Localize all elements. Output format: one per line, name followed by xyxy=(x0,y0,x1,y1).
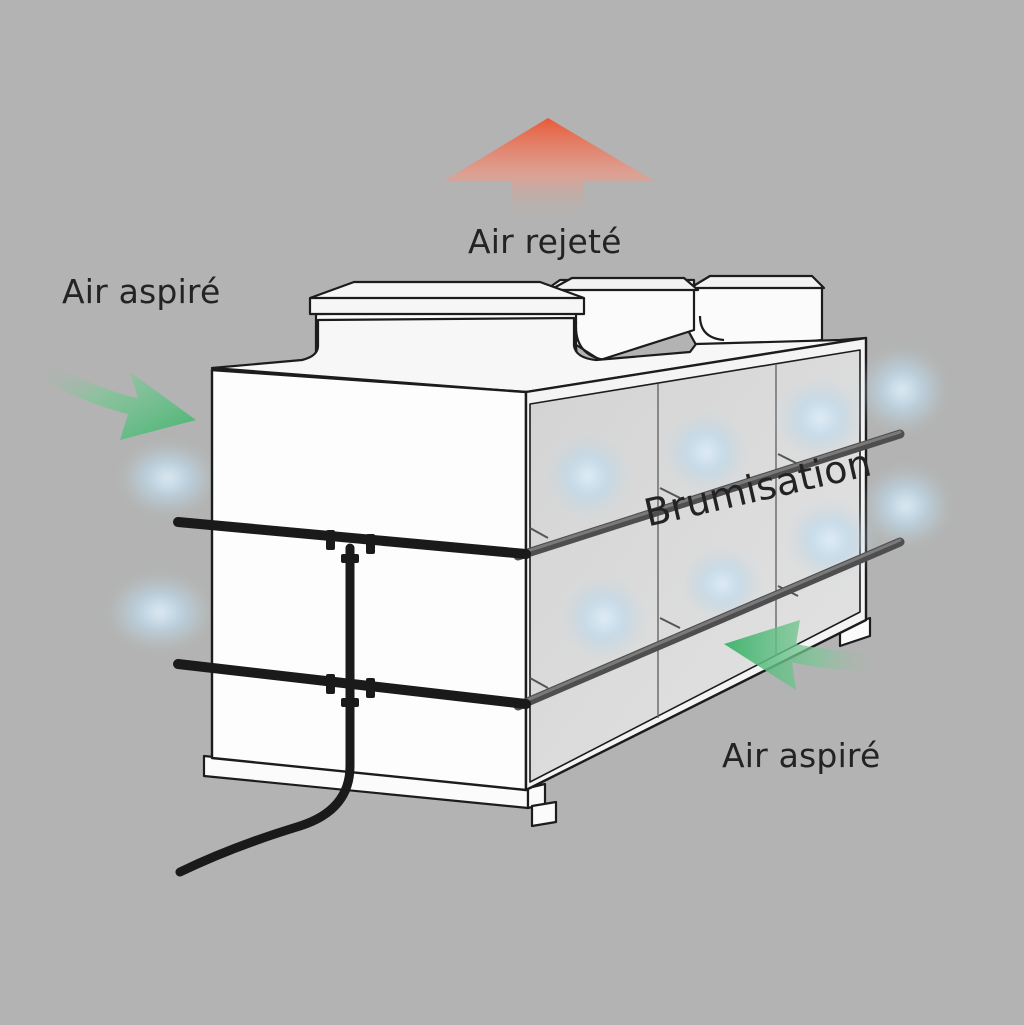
unit-front-face xyxy=(210,368,528,792)
coil-dividers xyxy=(657,364,777,718)
unit-top-face xyxy=(210,316,868,394)
exhaust-arrow xyxy=(442,118,656,222)
mist-pipes-side xyxy=(513,429,905,711)
nozzles xyxy=(529,453,799,689)
mist-left xyxy=(108,442,216,650)
intake-arrow-right xyxy=(724,620,880,690)
pipe-fittings xyxy=(326,530,375,707)
mist-pipes-front xyxy=(173,517,531,877)
mist-coil xyxy=(546,348,950,660)
label-air-aspire-bottom: Air aspiré xyxy=(722,736,881,775)
intake-arrow-left xyxy=(46,362,196,440)
label-air-rejete: Air rejeté xyxy=(468,222,622,261)
label-air-aspire-top: Air aspiré xyxy=(62,272,221,311)
